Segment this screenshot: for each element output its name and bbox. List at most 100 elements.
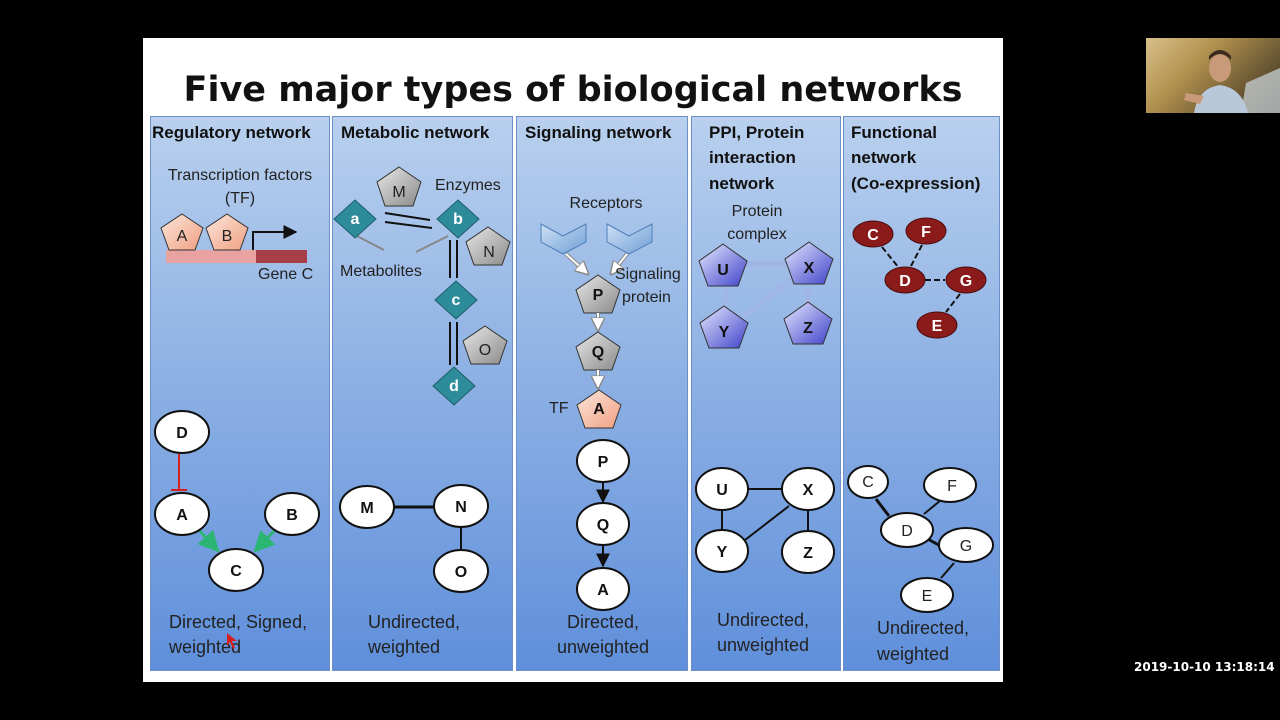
graph-node-c-label: C bbox=[230, 563, 242, 580]
functional-footer-line2: weighted bbox=[876, 644, 949, 664]
complex-edge-y-x bbox=[740, 275, 796, 321]
ppi-footer-line2: unweighted bbox=[717, 635, 809, 655]
graph-node-a-label: A bbox=[176, 507, 188, 524]
reaction-forward-line bbox=[384, 212, 431, 221]
enzyme-node-m bbox=[376, 166, 422, 207]
graph-node-e-func-label: E bbox=[922, 588, 933, 605]
panel-title-regulatory: Regulatory network bbox=[152, 123, 311, 142]
ppi-node-x bbox=[784, 241, 834, 285]
protein-complex-label-line2: complex bbox=[727, 226, 787, 243]
graph-node-x-label: X bbox=[803, 482, 814, 499]
enzyme-node-o-label: O bbox=[479, 342, 491, 359]
graph-node-d-label: D bbox=[176, 425, 188, 442]
ppi-node-u-label: U bbox=[717, 262, 729, 279]
signaling-node-a bbox=[576, 389, 622, 429]
protein-complex-label-line1: Protein bbox=[732, 203, 783, 220]
graph-node-q-label: Q bbox=[597, 517, 609, 534]
graph-node-z bbox=[781, 530, 835, 574]
enzyme-node-m-label: M bbox=[392, 184, 405, 201]
coexp-node-f-label: F bbox=[921, 224, 931, 241]
graph-node-u-label: U bbox=[716, 482, 728, 499]
graph-node-f-func-label: F bbox=[947, 478, 957, 495]
tf-label-line2: (TF) bbox=[225, 190, 255, 207]
slide: Five major types of biological networks bbox=[143, 38, 1003, 682]
graph-node-u bbox=[695, 467, 749, 511]
metabolite-pointer-b bbox=[415, 235, 449, 253]
receptor-left-arrow bbox=[565, 253, 588, 274]
graph-edge-y-x bbox=[744, 505, 790, 541]
metabolic-footer-line1: Undirected, bbox=[368, 612, 460, 632]
signaling-protein-label-line2: protein bbox=[622, 289, 671, 306]
webcam-person-icon bbox=[1184, 50, 1280, 113]
metabolite-node-c-label: c bbox=[452, 292, 461, 309]
enzyme-node-o bbox=[462, 325, 508, 365]
webcam-thumbnail bbox=[1146, 38, 1280, 113]
receptor-right-arrow bbox=[611, 253, 628, 274]
mouse-cursor-icon bbox=[227, 633, 237, 649]
regulatory-footer-line1: Directed, Signed, bbox=[169, 612, 307, 632]
enzyme-node-n-label: N bbox=[483, 244, 495, 261]
tf-label-signaling: TF bbox=[549, 400, 569, 417]
graph-node-c-func bbox=[847, 465, 889, 499]
gene-c-bar bbox=[256, 250, 307, 263]
receptor-left bbox=[540, 223, 587, 255]
ppi-node-u bbox=[698, 243, 748, 287]
graph-node-y bbox=[695, 529, 749, 573]
regulatory-panel-content: Regulatory network Transcription factors… bbox=[152, 123, 320, 657]
metabolite-node-d bbox=[432, 366, 476, 406]
coexp-node-e bbox=[916, 311, 958, 339]
graph-node-e-func bbox=[900, 577, 954, 613]
coexp-node-c-label: C bbox=[867, 227, 879, 244]
graph-node-o-label: O bbox=[455, 564, 467, 581]
metabolites-label: Metabolites bbox=[340, 263, 422, 280]
graph-node-d-func bbox=[880, 512, 934, 548]
graph-edge-c-d bbox=[874, 498, 891, 517]
enzymes-label: Enzymes bbox=[435, 177, 501, 194]
graph-node-b-label: B bbox=[286, 507, 298, 524]
panel-title-metabolic: Metabolic network bbox=[341, 123, 490, 142]
signaling-node-p-label: P bbox=[593, 287, 604, 304]
panel-title-functional-line3: (Co-expression) bbox=[851, 174, 980, 193]
recording-timestamp: 2019-10-10 13:18:14 bbox=[1134, 660, 1275, 674]
coexp-edge-g-e bbox=[945, 293, 961, 313]
metabolite-node-a bbox=[333, 199, 377, 239]
metabolite-node-d-label: d bbox=[449, 378, 459, 395]
receptor-right bbox=[606, 223, 653, 255]
activation-edge-a-c bbox=[197, 528, 220, 553]
graph-node-c bbox=[208, 548, 264, 592]
ppi-panel-content: PPI, Protein interaction network Protein… bbox=[695, 123, 835, 655]
graph-node-m bbox=[339, 485, 395, 529]
graph-node-g-func-label: G bbox=[960, 538, 972, 555]
tf-label-line1: Transcription factors bbox=[168, 167, 312, 184]
graph-node-d-func-label: D bbox=[901, 523, 913, 540]
graph-node-a bbox=[154, 492, 210, 536]
graph-node-q bbox=[576, 502, 630, 546]
graph-node-y-label: Y bbox=[717, 544, 728, 561]
ppi-node-y-label: Y bbox=[719, 324, 730, 341]
reaction-backward-line bbox=[384, 221, 433, 229]
functional-footer-line1: Undirected, bbox=[877, 618, 969, 638]
activation-edge-b-c bbox=[253, 528, 277, 553]
regulatory-footer-line2: weighted bbox=[168, 637, 241, 657]
metabolic-panel-content: Metabolic network M Enzymes Metabolites … bbox=[333, 123, 511, 657]
coexp-edge-c-d bbox=[881, 246, 900, 269]
coexp-node-f bbox=[905, 217, 947, 245]
panel-title-functional-line2: network bbox=[851, 148, 917, 167]
coexp-edge-f-d bbox=[910, 244, 923, 267]
coexp-node-d-label: D bbox=[899, 273, 911, 290]
graph-node-n-label: N bbox=[455, 499, 467, 516]
panel-title-signaling: Signaling network bbox=[525, 123, 672, 142]
metabolite-node-c bbox=[434, 280, 478, 320]
transcription-start-arrow bbox=[252, 225, 298, 250]
coexp-node-e-label: E bbox=[932, 318, 943, 335]
slide-title: Five major types of biological networks bbox=[183, 70, 963, 110]
panel-title-functional-line1: Functional bbox=[851, 123, 937, 142]
ppi-node-z-label: Z bbox=[803, 320, 813, 337]
graph-node-a-signaling bbox=[576, 567, 630, 611]
graph-node-p-label: P bbox=[598, 454, 609, 471]
gene-promoter-bar bbox=[166, 250, 256, 263]
tf-node-b bbox=[205, 213, 249, 251]
coexp-node-g bbox=[945, 266, 987, 294]
functional-panel-content: Functional network (Co-expression) C F D… bbox=[847, 123, 994, 664]
graph-edge-g-e bbox=[940, 562, 955, 579]
